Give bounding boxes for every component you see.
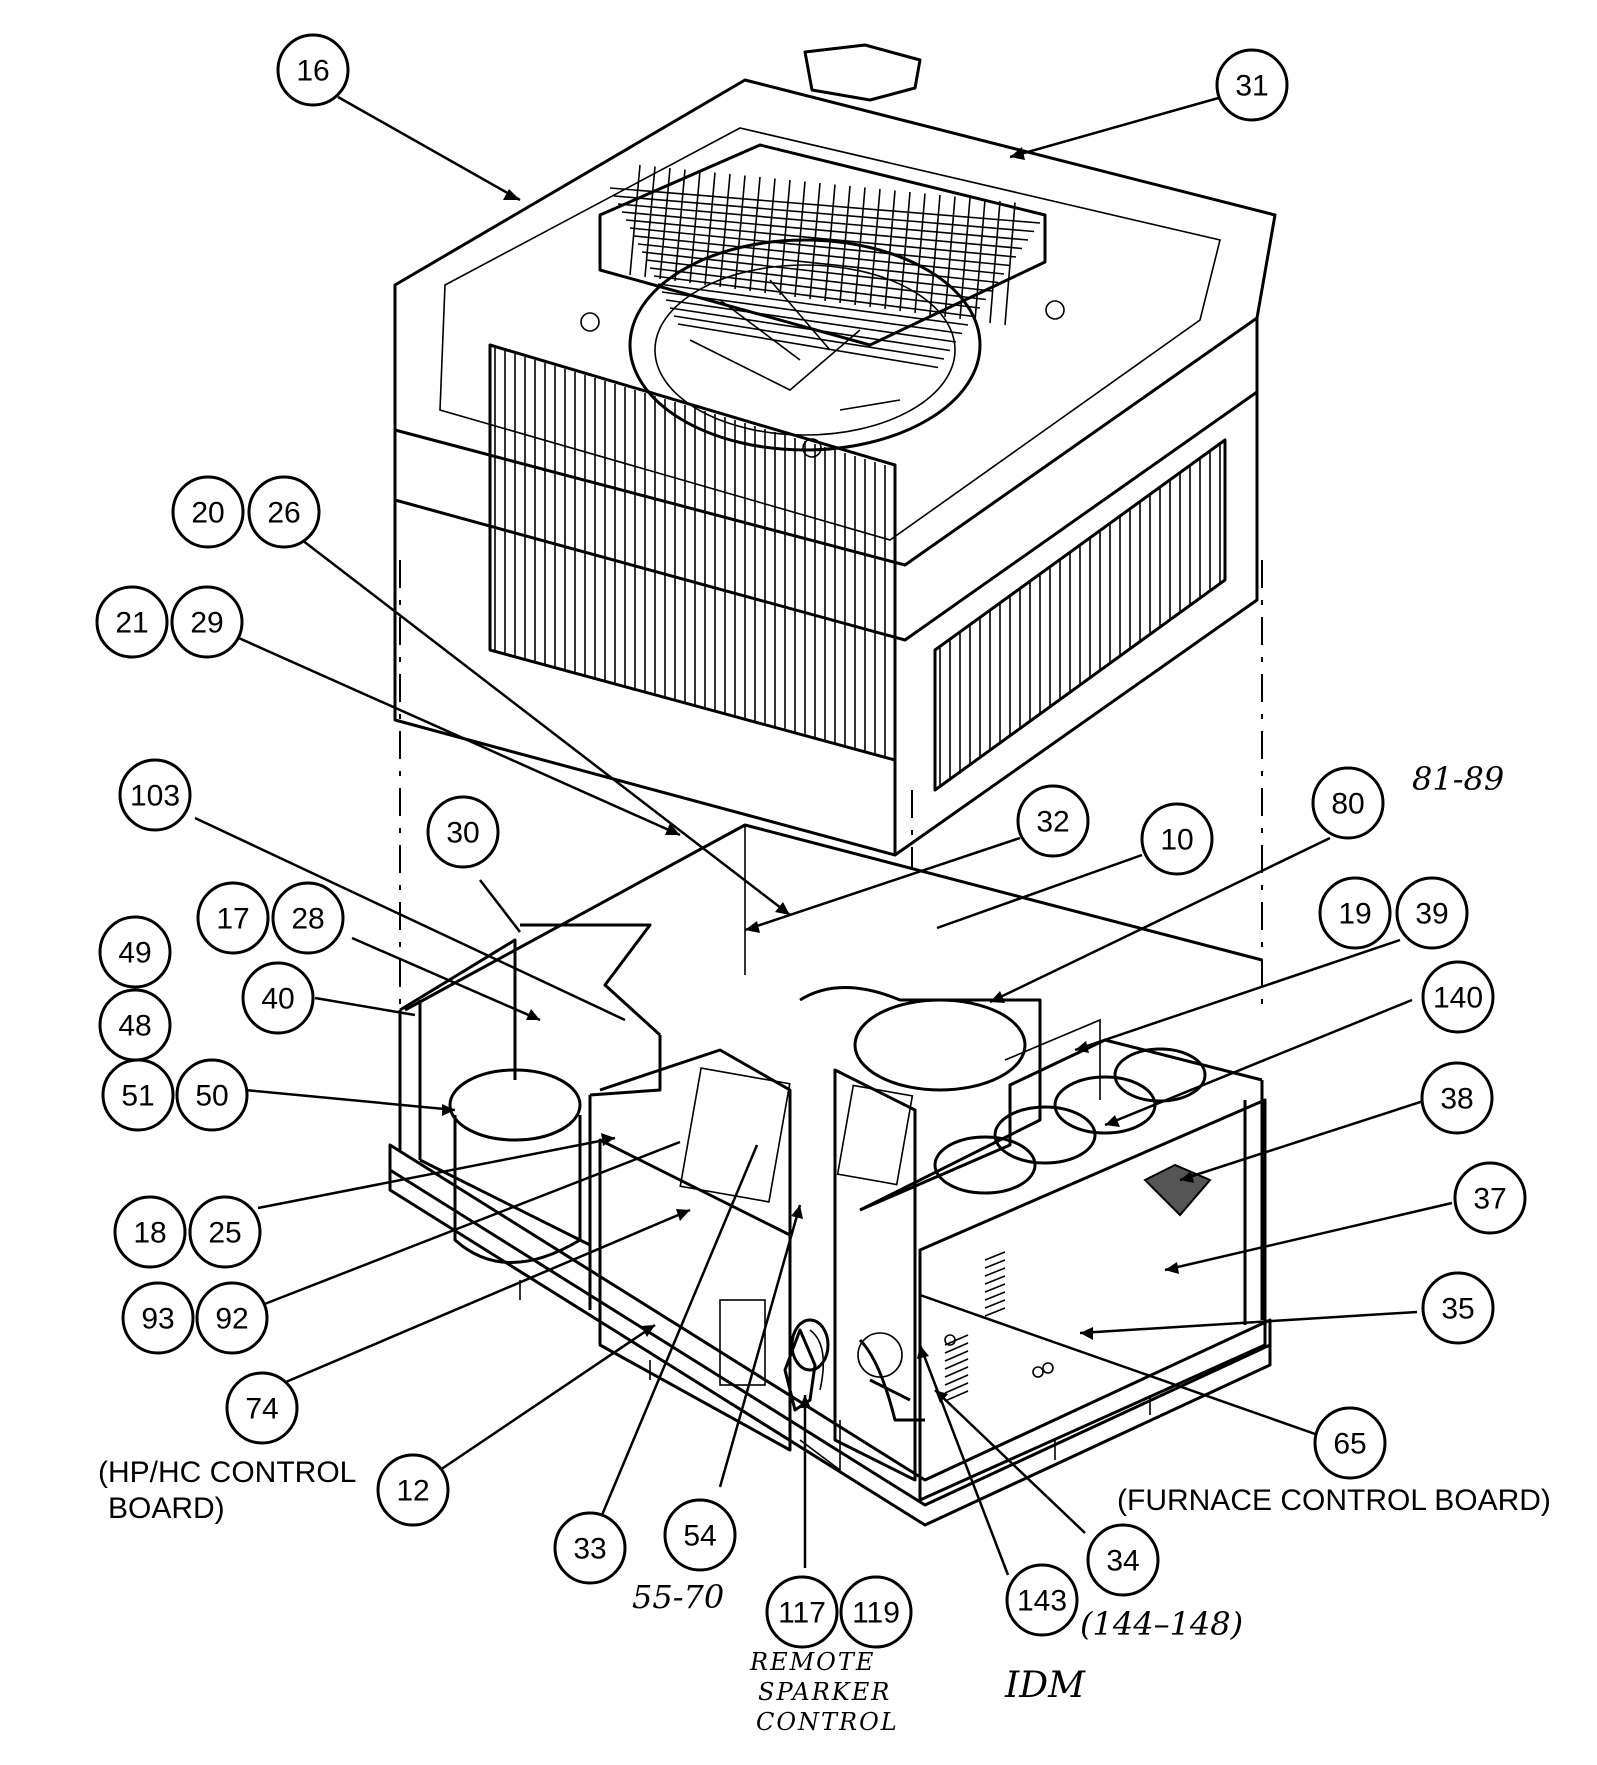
callout-50: 50	[175, 1058, 249, 1132]
callout-33: 33	[553, 1511, 627, 1585]
callout-number: 37	[1473, 1183, 1506, 1216]
range-81-89: 81-89	[1412, 760, 1504, 798]
callout-49: 49	[98, 915, 172, 989]
callout-number: 18	[133, 1217, 166, 1250]
remote-sparker-label-1: REMOTE	[749, 1648, 875, 1676]
callout-number: 25	[208, 1217, 241, 1250]
callout-number: 17	[216, 903, 249, 936]
callout-92: 92	[195, 1281, 269, 1355]
callout-number: 33	[573, 1533, 606, 1566]
callout-34: 34	[1086, 1523, 1160, 1597]
callout-number: 54	[683, 1520, 716, 1553]
idm-label: IDM	[1004, 1665, 1086, 1706]
furnace-control-board-label: (FURNACE CONTROL BOARD)	[1117, 1484, 1551, 1517]
callout-number: 51	[121, 1080, 154, 1113]
callout-number: 49	[118, 937, 151, 970]
callout-number: 117	[778, 1597, 826, 1630]
remote-sparker-label-3: CONTROL	[756, 1708, 899, 1736]
callout-39: 39	[1395, 876, 1469, 950]
callout-number: 103	[130, 780, 180, 813]
callout-119: 119	[839, 1575, 913, 1649]
callout-number: 26	[267, 497, 300, 530]
callout-number: 48	[118, 1010, 151, 1043]
callout-17: 17	[196, 881, 270, 955]
callout-10: 10	[1140, 802, 1214, 876]
callout-number: 19	[1338, 898, 1371, 931]
callout-80: 80	[1311, 766, 1385, 840]
callout-19: 19	[1318, 876, 1392, 950]
callout-51: 51	[101, 1058, 175, 1132]
callout-number: 31	[1235, 70, 1268, 103]
callout-103: 103	[118, 758, 192, 832]
top-cover-assembly	[393, 43, 1277, 857]
panel-louvers	[944, 1251, 1006, 1402]
callout-number: 34	[1106, 1545, 1139, 1578]
callout-143: 143	[1005, 1563, 1079, 1637]
callout-number: 39	[1415, 898, 1448, 931]
callout-29: 29	[170, 585, 244, 659]
callout-30: 30	[426, 795, 500, 869]
callout-number: 10	[1160, 824, 1193, 857]
callout-35: 35	[1421, 1271, 1495, 1345]
callout-65: 65	[1313, 1406, 1387, 1480]
callout-number: 65	[1333, 1428, 1366, 1461]
callout-number: 35	[1441, 1293, 1474, 1326]
callout-16: 16	[276, 33, 350, 107]
warning-label	[1143, 1163, 1212, 1217]
callout-117: 117	[765, 1575, 839, 1649]
annotations: (HP/HC CONTROL BOARD) (FURNACE CONTROL B…	[98, 760, 1551, 1736]
callout-28: 28	[271, 881, 345, 955]
callout-74: 74	[225, 1371, 299, 1445]
callout-18: 18	[113, 1195, 187, 1269]
callout-number: 40	[261, 983, 294, 1016]
callout-number: 38	[1440, 1083, 1473, 1116]
callout-21: 21	[95, 585, 169, 659]
base-cabinet-assembly	[388, 823, 1272, 1527]
callout-number: 50	[195, 1080, 228, 1113]
callout-number: 80	[1331, 788, 1364, 821]
hp-hc-control-board-label-2: BOARD)	[108, 1492, 225, 1525]
range-144-148: (144–148)	[1080, 1605, 1243, 1643]
callout-48: 48	[98, 988, 172, 1062]
callout-number: 21	[115, 607, 148, 640]
callout-40: 40	[241, 961, 315, 1035]
range-55-70: 55-70	[632, 1578, 724, 1616]
hp-hc-control-board-label-1: (HP/HC CONTROL	[98, 1456, 356, 1489]
callout-number: 16	[296, 55, 329, 88]
callout-31: 31	[1215, 48, 1289, 122]
callout-number: 28	[291, 903, 324, 936]
callout-number: 74	[245, 1393, 278, 1426]
callout-32: 32	[1016, 784, 1090, 858]
callout-number: 119	[852, 1597, 900, 1630]
callout-37: 37	[1453, 1161, 1527, 1235]
remote-sparker-label-2: SPARKER	[758, 1678, 891, 1706]
callout-12: 12	[376, 1453, 450, 1527]
callout-number: 143	[1017, 1585, 1067, 1618]
callout-20: 20	[171, 475, 245, 549]
callout-54: 54	[663, 1498, 737, 1572]
callout-26: 26	[247, 475, 321, 549]
callout-25: 25	[188, 1195, 262, 1269]
callout-38: 38	[1420, 1061, 1494, 1135]
callout-140: 140	[1421, 960, 1495, 1034]
callout-bubbles: 16 31 20 26 21 29 103 30 32 10 80 17 28 49 19 39 40 48 140…	[95, 33, 1527, 1649]
callout-number: 93	[141, 1303, 174, 1336]
callout-number: 29	[190, 607, 223, 640]
fan-grille	[598, 143, 1047, 369]
callout-number: 92	[215, 1303, 248, 1336]
callout-number: 20	[191, 497, 224, 530]
callout-number: 30	[446, 817, 479, 850]
fan-motor-cap	[803, 43, 922, 102]
callout-93: 93	[121, 1281, 195, 1355]
callout-number: 12	[396, 1475, 429, 1508]
condenser-coil-fins	[494, 348, 1221, 788]
callout-number: 32	[1036, 806, 1069, 839]
callout-number: 140	[1433, 982, 1483, 1015]
leader-lines	[194, 95, 1453, 1576]
